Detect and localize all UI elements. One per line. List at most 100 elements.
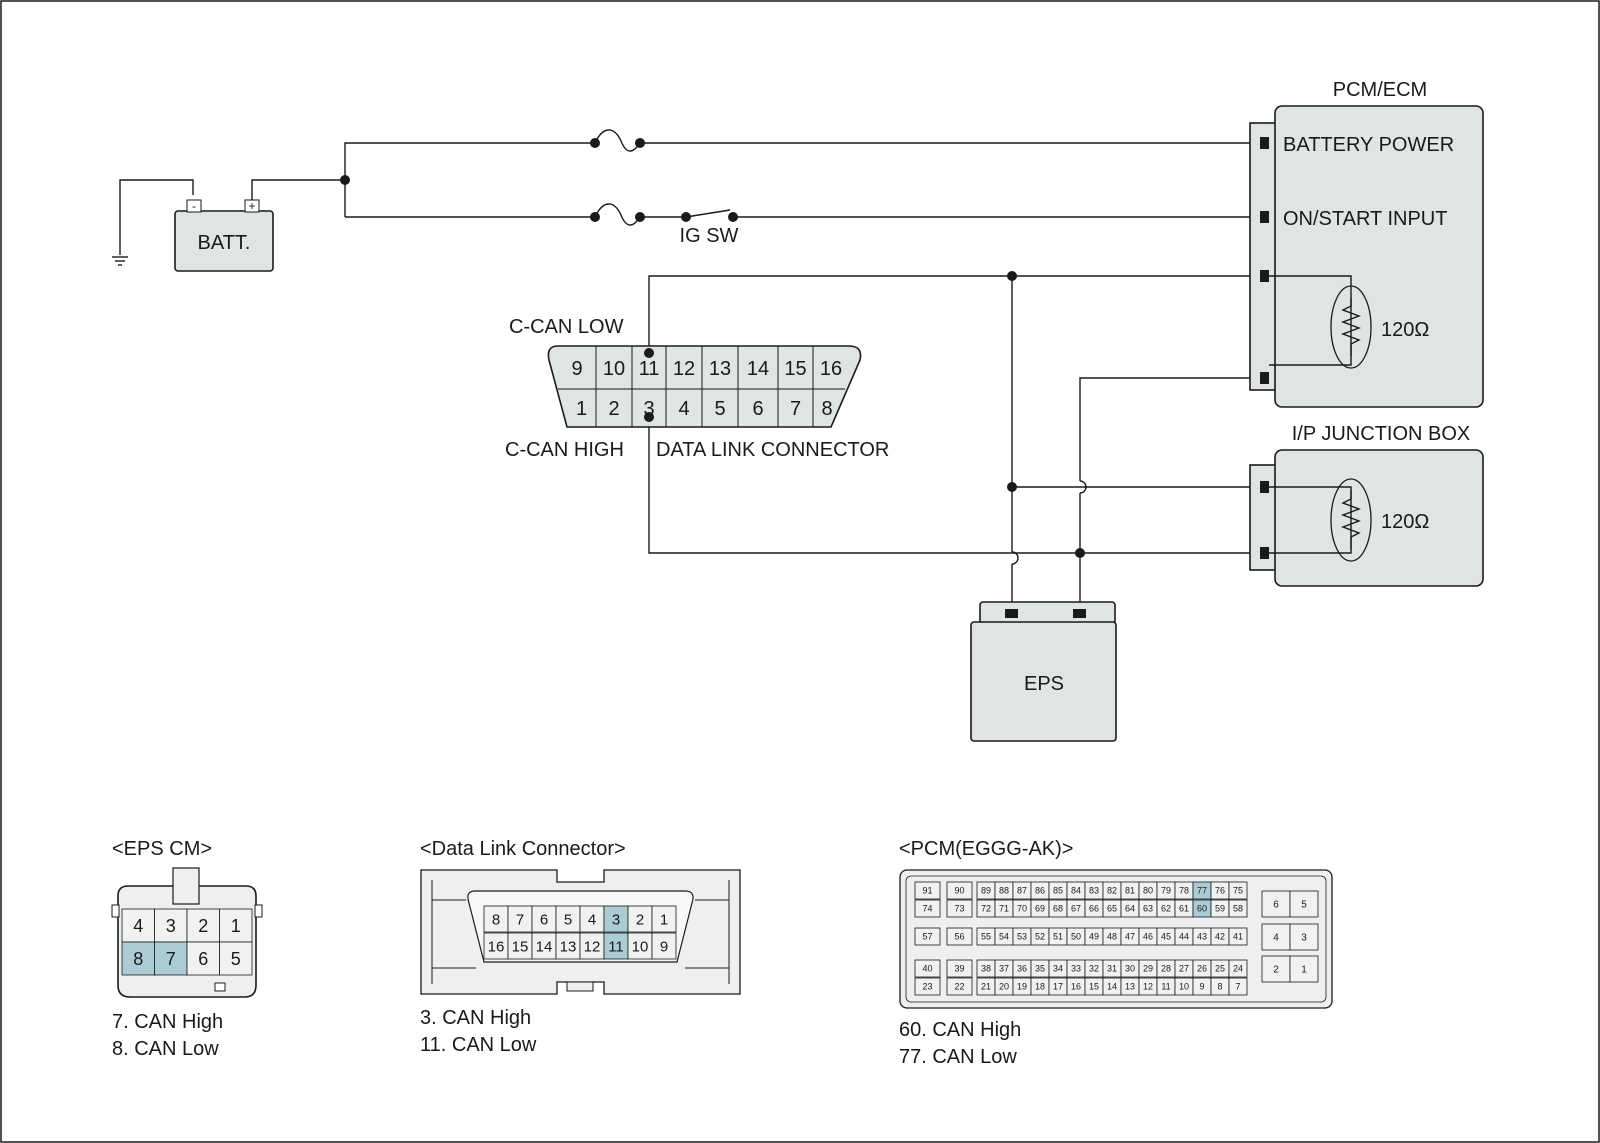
pcm-pin-19: 19 bbox=[1017, 982, 1027, 992]
pcm-pin-87: 87 bbox=[1017, 886, 1027, 896]
can-low-line bbox=[648, 271, 1260, 610]
pcm-pin-69: 69 bbox=[1035, 904, 1045, 914]
pcm-pin-89: 89 bbox=[981, 886, 991, 896]
pcm-pin-91-cell bbox=[914, 881, 941, 900]
pcm-pin-68: 68 bbox=[1053, 904, 1063, 914]
dlc-view-pin-10-cell bbox=[627, 932, 653, 960]
dlc-view-pin-3-cell bbox=[603, 905, 629, 933]
pcm-pin-34: 34 bbox=[1053, 964, 1063, 974]
pcm-pin-62: 62 bbox=[1161, 904, 1171, 914]
pcm-pin-44: 44 bbox=[1179, 932, 1189, 942]
pcm-pin-25: 25 bbox=[1215, 964, 1225, 974]
pcm-view-note-1: 60. CAN High bbox=[899, 1019, 1021, 1041]
dlc-view-pin-3: 3 bbox=[612, 911, 620, 928]
eps-cm-pin-5: 5 bbox=[231, 949, 241, 969]
pcm-pin-49: 49 bbox=[1089, 932, 1099, 942]
dlc-view-pin-8: 8 bbox=[492, 911, 500, 928]
dlc-view-pin-7: 7 bbox=[516, 911, 524, 928]
pcm-resistor-value: 120Ω bbox=[1381, 319, 1429, 341]
dlc-view-pin-13-cell bbox=[555, 932, 581, 960]
dlc-view-pin-4: 4 bbox=[588, 911, 596, 928]
dlc-view-pin-16: 16 bbox=[488, 938, 505, 955]
pcm-pin-24-cell bbox=[1228, 959, 1248, 978]
pcm-pin-77: 77 bbox=[1197, 886, 1207, 896]
dlc-pin11-junction bbox=[644, 348, 654, 358]
dlc-view-pin-15: 15 bbox=[512, 938, 529, 955]
pcm-pin-30: 30 bbox=[1125, 964, 1135, 974]
eps-cm-note-2: 8. CAN Low bbox=[112, 1038, 219, 1060]
pcm-pin-50: 50 bbox=[1071, 932, 1081, 942]
pcm-pin-7: 7 bbox=[1235, 982, 1240, 992]
dlc-view-title: <Data Link Connector> bbox=[420, 838, 626, 860]
pcm-pin-41-cell bbox=[1228, 927, 1248, 946]
pcm-pin-5-cell bbox=[1289, 890, 1319, 918]
eps-cm-pin-3-cell bbox=[154, 908, 188, 943]
dlc-pin-11: 11 bbox=[639, 358, 660, 380]
dlc-pin-7: 7 bbox=[790, 398, 801, 420]
pcm-pin-8: 8 bbox=[1217, 982, 1222, 992]
pcm-pin-33: 33 bbox=[1071, 964, 1081, 974]
ground-wire bbox=[112, 179, 194, 266]
pcm-pin-14: 14 bbox=[1107, 982, 1117, 992]
dlc-title: DATA LINK CONNECTOR bbox=[656, 439, 889, 461]
pcm-pin-78: 78 bbox=[1179, 886, 1189, 896]
eps-cm-pin-2-cell bbox=[186, 908, 220, 943]
pcm-pin-53: 53 bbox=[1017, 932, 1027, 942]
eps-cm-title: <EPS CM> bbox=[112, 838, 212, 860]
pcm-pin-70: 70 bbox=[1017, 904, 1027, 914]
c-can-low-label: C-CAN LOW bbox=[509, 316, 624, 338]
pcm-title: PCM/ECM bbox=[1333, 79, 1427, 101]
battery-power-pin-label: BATTERY POWER bbox=[1283, 134, 1454, 156]
dlc-view-pin-6-cell bbox=[531, 905, 557, 933]
pcm-pin-82: 82 bbox=[1107, 886, 1117, 896]
battery-positive-wire bbox=[251, 179, 345, 200]
pcm-pin-3-cell bbox=[1289, 923, 1319, 951]
junction-box-title: I/P JUNCTION BOX bbox=[1292, 423, 1471, 445]
dlc-pin-5: 5 bbox=[714, 398, 725, 420]
pcm-pin-31: 31 bbox=[1107, 964, 1117, 974]
pcm-pin-60: 60 bbox=[1197, 904, 1207, 914]
eps-cm-pin-5-cell bbox=[219, 941, 253, 976]
dlc-pin-1: 1 bbox=[576, 398, 587, 420]
dlc-pin-9: 9 bbox=[571, 358, 582, 380]
pcm-pin-75: 75 bbox=[1233, 886, 1243, 896]
pcm-pin-84: 84 bbox=[1071, 886, 1081, 896]
dlc-pin-15: 15 bbox=[784, 358, 806, 380]
dlc-view-pin-16-cell bbox=[483, 932, 509, 960]
pcm-pin-85: 85 bbox=[1053, 886, 1063, 896]
dlc-pin-16: 16 bbox=[820, 358, 842, 380]
pcm-pin-42: 42 bbox=[1215, 932, 1225, 942]
pcm-pin-22-cell bbox=[946, 977, 973, 996]
eps-label: EPS bbox=[1024, 673, 1064, 695]
pcm-pin-24: 24 bbox=[1233, 964, 1243, 974]
pcm-pin-86: 86 bbox=[1035, 886, 1045, 896]
dlc-view-pin-14: 14 bbox=[536, 938, 553, 955]
battery: - + BATT. bbox=[174, 199, 274, 272]
pcm-pin-63: 63 bbox=[1143, 904, 1153, 914]
ig-switch-label: IG SW bbox=[680, 225, 739, 247]
pcm-pin-65: 65 bbox=[1107, 904, 1117, 914]
pcm-pin-41: 41 bbox=[1233, 932, 1243, 942]
pcm-pin-56: 56 bbox=[954, 932, 964, 942]
eps-cm-pin-6: 6 bbox=[198, 949, 208, 969]
pcm-pin-23: 23 bbox=[922, 982, 932, 992]
c-can-high-label: C-CAN HIGH bbox=[505, 439, 624, 461]
dlc-view-pin-9-cell bbox=[651, 932, 677, 960]
eps-cm-pin-4: 4 bbox=[133, 916, 143, 936]
dlc-view-pin-2-cell bbox=[627, 905, 653, 933]
pcm-pin-2-cell bbox=[1261, 955, 1291, 983]
pcm-pin-81: 81 bbox=[1125, 886, 1135, 896]
pcm-pin-32: 32 bbox=[1089, 964, 1099, 974]
dlc-view-pin-1-cell bbox=[651, 905, 677, 933]
dlc-view-pin-10: 10 bbox=[632, 938, 649, 955]
pcm-pin-52: 52 bbox=[1035, 932, 1045, 942]
eps-cm-pin-7-cell bbox=[154, 941, 188, 976]
eps-cm-pin-1: 1 bbox=[231, 916, 241, 936]
pcm-pin-20: 20 bbox=[999, 982, 1009, 992]
dlc-view-pin-5: 5 bbox=[564, 911, 572, 928]
dlc-view-pin-12: 12 bbox=[584, 938, 601, 955]
pcm-pin-58: 58 bbox=[1233, 904, 1243, 914]
pcm-pin-73: 73 bbox=[954, 904, 964, 914]
